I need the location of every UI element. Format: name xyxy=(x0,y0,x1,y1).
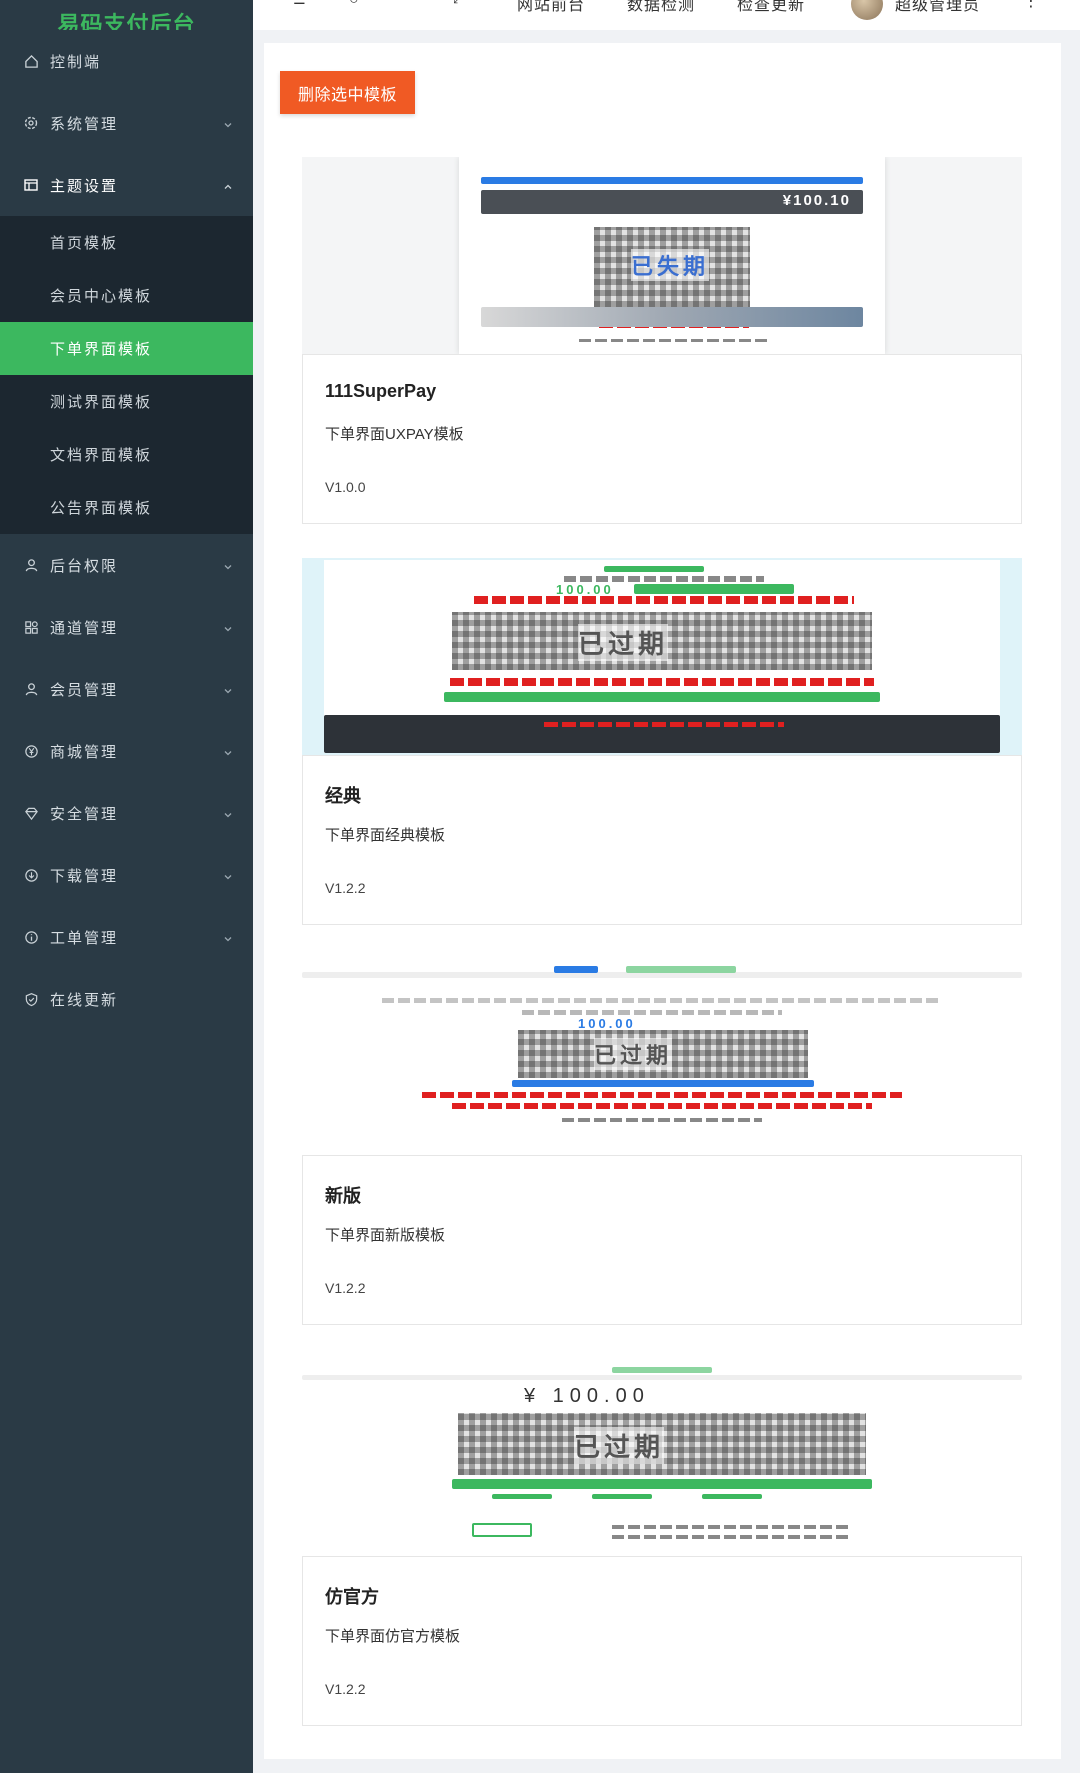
gear-icon xyxy=(22,114,40,132)
submenu-item-test-template[interactable]: 测试界面模板 xyxy=(50,394,153,411)
template-desc: 下单界面经典模板 xyxy=(325,827,446,844)
chevron-down-icon xyxy=(223,559,233,576)
template-thumbnail: 100.00 已过期 xyxy=(302,958,1022,1155)
template-thumbnail: ¥100.10 已失期 xyxy=(302,157,1022,354)
delete-selected-button[interactable]: 删除选中模板 xyxy=(280,71,415,114)
thumb-amount: ¥ 100.00 xyxy=(524,1385,650,1407)
submenu-item-home-template[interactable]: 首页模板 xyxy=(50,235,119,252)
chevron-down-icon xyxy=(223,807,233,824)
fullscreen-icon[interactable]: ⤢ xyxy=(453,0,464,7)
refresh-icon[interactable]: ○ xyxy=(349,0,360,9)
sidebar-item-label: 在线更新 xyxy=(50,991,119,1009)
template-name: 新版 xyxy=(325,1186,361,1206)
thumb-amount: 100.00 xyxy=(578,1016,636,1031)
template-thumbnail: ¥ 100.00 已过期 xyxy=(302,1359,1022,1556)
thumb-stamp: 已过期 xyxy=(594,1038,673,1070)
sidebar-item-label: 系统管理 xyxy=(50,115,119,133)
diamond-icon xyxy=(22,804,40,822)
sidebar-item-shop[interactable]: 商城管理 xyxy=(0,720,253,782)
chevron-down-icon xyxy=(223,931,233,948)
sidebar-item-label: 控制端 xyxy=(50,53,102,71)
menu-toggle-icon[interactable]: ☰ xyxy=(293,0,307,8)
template-info: 仿官方 下单界面仿官方模板 V1.2.2 xyxy=(302,1556,1022,1726)
template-info: 111SuperPay 下单界面UXPAY模板 V1.0.0 xyxy=(302,354,1022,524)
info-icon xyxy=(22,928,40,946)
sidebar-item-label: 商城管理 xyxy=(50,743,119,761)
sidebar-item-label: 通道管理 xyxy=(50,619,119,637)
sidebar-item-label: 后台权限 xyxy=(50,557,119,575)
sidebar-item-online-update[interactable]: 在线更新 xyxy=(0,968,253,1030)
yen-icon xyxy=(22,742,40,760)
sidebar-item-tickets[interactable]: 工单管理 xyxy=(0,906,253,968)
template-card[interactable]: ¥ 100.00 已过期 仿官方 下单界面仿官方模板 V1.2.2 xyxy=(302,1359,1022,1726)
template-version: V1.2.2 xyxy=(325,1280,366,1296)
template-desc: 下单界面仿官方模板 xyxy=(325,1628,461,1645)
thumb-amount: ¥100.10 xyxy=(782,192,851,209)
chevron-down-icon xyxy=(223,621,233,638)
shield-check-icon xyxy=(22,990,40,1008)
submenu-item-doc-template[interactable]: 文档界面模板 xyxy=(50,447,153,464)
template-card[interactable]: 100.00 已过期 新版 下单界面新版模板 V1.2.2 xyxy=(302,958,1022,1325)
sidebar: 易码支付后台 控制端 系统管理 主题设置 首页模板 会员中心模板 下单界面模板 … xyxy=(0,0,253,1773)
sidebar-item-security[interactable]: 安全管理 xyxy=(0,782,253,844)
template-desc: 下单界面UXPAY模板 xyxy=(325,426,464,443)
template-desc: 下单界面新版模板 xyxy=(325,1227,446,1244)
sidebar-item-downloads[interactable]: 下载管理 xyxy=(0,844,253,906)
template-info: 经典 下单界面经典模板 V1.2.2 xyxy=(302,755,1022,925)
sidebar-item-channels[interactable]: 通道管理 xyxy=(0,596,253,658)
sidebar-item-permissions[interactable]: 后台权限 xyxy=(0,534,253,596)
chevron-up-icon xyxy=(223,179,233,196)
chevron-down-icon xyxy=(223,683,233,700)
chevron-down-icon xyxy=(223,117,233,134)
app-logo: 易码支付后台 xyxy=(57,12,196,31)
template-version: V1.0.0 xyxy=(325,479,366,495)
home-icon xyxy=(22,52,40,70)
topbar-user-name[interactable]: 超级管理员 xyxy=(895,0,981,14)
topbar-link-frontend[interactable]: 网站前台 xyxy=(517,0,586,14)
topbar-link-check-update[interactable]: 检查更新 xyxy=(737,0,806,14)
template-list-panel: 删除选中模板 ¥100.10 已失期 111SuperPay 下单界面UXPAY… xyxy=(264,43,1061,1759)
thumb-stamp: 已过期 xyxy=(574,1427,665,1464)
sidebar-item-label: 会员管理 xyxy=(50,681,119,699)
template-card[interactable]: 100.00 已过期 经典 下单界面经典模板 V1.2.2 xyxy=(302,558,1022,925)
sidebar-item-label: 安全管理 xyxy=(50,805,119,823)
topbar-link-data-check[interactable]: 数据检测 xyxy=(627,0,696,14)
template-name: 111SuperPay xyxy=(325,381,437,401)
sidebar-item-dashboard[interactable]: 控制端 xyxy=(0,30,253,92)
chevron-down-icon xyxy=(223,869,233,886)
sidebar-item-label: 下载管理 xyxy=(50,867,119,885)
user-icon xyxy=(22,556,40,574)
avatar[interactable] xyxy=(851,0,883,20)
sidebar-item-label: 主题设置 xyxy=(50,177,119,195)
theme-submenu: 首页模板 会员中心模板 下单界面模板 测试界面模板 文档界面模板 公告界面模板 xyxy=(0,216,253,534)
sidebar-item-members[interactable]: 会员管理 xyxy=(0,658,253,720)
apps-icon xyxy=(22,618,40,636)
template-name: 仿官方 xyxy=(325,1587,379,1607)
template-info: 新版 下单界面新版模板 V1.2.2 xyxy=(302,1155,1022,1325)
submenu-item-notice-template[interactable]: 公告界面模板 xyxy=(50,500,153,517)
sidebar-item-system[interactable]: 系统管理 xyxy=(0,92,253,154)
thumb-stamp: 已过期 xyxy=(578,624,669,661)
sidebar-item-theme[interactable]: 主题设置 xyxy=(0,154,253,216)
submenu-item-order-template[interactable]: 下单界面模板 xyxy=(0,322,253,375)
template-name: 经典 xyxy=(325,786,361,806)
template-version: V1.2.2 xyxy=(325,880,366,896)
template-version: V1.2.2 xyxy=(325,1681,366,1697)
more-icon[interactable]: ⋮ xyxy=(1023,0,1040,10)
template-card[interactable]: ¥100.10 已失期 111SuperPay 下单界面UXPAY模板 V1.0… xyxy=(302,157,1022,524)
layout-icon xyxy=(22,176,40,194)
submenu-item-member-template[interactable]: 会员中心模板 xyxy=(50,288,153,305)
thumb-amount: 100.00 xyxy=(556,582,614,597)
topbar: ☰ ○ ⤢ 网站前台 数据检测 检查更新 超级管理员 ⋮ xyxy=(253,0,1080,30)
download-icon xyxy=(22,866,40,884)
sidebar-item-label: 工单管理 xyxy=(50,929,119,947)
chevron-down-icon xyxy=(223,745,233,762)
template-thumbnail: 100.00 已过期 xyxy=(302,558,1022,755)
thumb-stamp: 已失期 xyxy=(631,249,710,281)
user-icon xyxy=(22,680,40,698)
